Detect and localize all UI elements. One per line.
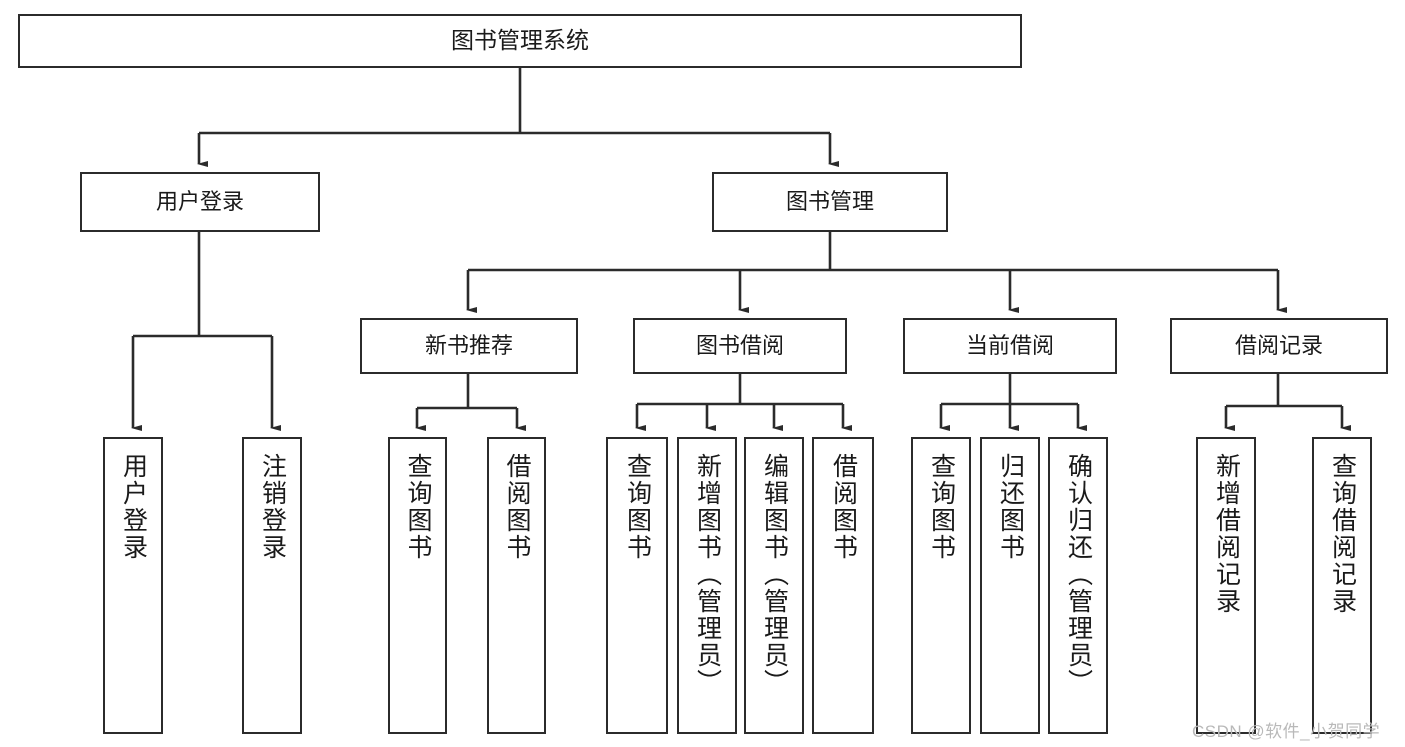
node-label: 借阅图书 <box>829 453 858 561</box>
node-label: 借阅图书 <box>503 453 531 561</box>
node-label: 编辑图书（管理员） <box>760 453 789 696</box>
leaf-user-login[interactable]: 用户登录 <box>103 437 163 734</box>
leaf-add-borrow-record[interactable]: 新增借阅记录 <box>1196 437 1256 734</box>
node-new-book-recommend[interactable]: 新书推荐 <box>360 318 578 374</box>
node-borrow-record[interactable]: 借阅记录 <box>1170 318 1388 374</box>
leaf-borrow-book-recommend[interactable]: 借阅图书 <box>487 437 546 734</box>
node-label: 图书管理系统 <box>451 27 589 54</box>
node-label: 图书管理 <box>785 189 874 215</box>
node-book-borrow[interactable]: 图书借阅 <box>633 318 847 374</box>
node-label: 新增图书（管理员） <box>693 453 722 696</box>
leaf-add-book-admin[interactable]: 新增图书（管理员） <box>677 437 737 734</box>
node-label: 归还图书 <box>996 453 1025 561</box>
node-label: 借阅记录 <box>1234 333 1323 359</box>
leaf-borrow-book-borrow[interactable]: 借阅图书 <box>812 437 874 734</box>
node-label: 用户登录 <box>155 189 244 215</box>
leaf-query-book-current[interactable]: 查询图书 <box>911 437 971 734</box>
node-label: 新增借阅记录 <box>1212 453 1241 615</box>
node-label: 图书借阅 <box>695 333 784 359</box>
node-book-manage[interactable]: 图书管理 <box>712 172 948 232</box>
node-current-borrow[interactable]: 当前借阅 <box>903 318 1117 374</box>
node-label: 查询借阅记录 <box>1328 453 1357 615</box>
leaf-query-book-borrow[interactable]: 查询图书 <box>606 437 668 734</box>
leaf-confirm-return-admin[interactable]: 确认归还（管理员） <box>1048 437 1108 734</box>
csdn-watermark: CSDN @软件_小贺同学 <box>1192 722 1381 741</box>
node-root-system[interactable]: 图书管理系统 <box>18 14 1022 68</box>
node-label: 注销登录 <box>258 453 287 561</box>
leaf-edit-book-admin[interactable]: 编辑图书（管理员） <box>744 437 804 734</box>
leaf-return-book[interactable]: 归还图书 <box>980 437 1040 734</box>
node-label: 用户登录 <box>119 453 148 561</box>
node-label: 当前借阅 <box>965 333 1054 359</box>
leaf-query-borrow-record[interactable]: 查询借阅记录 <box>1312 437 1372 734</box>
leaf-logout-login[interactable]: 注销登录 <box>242 437 302 734</box>
node-label: 查询图书 <box>404 453 432 561</box>
node-label: 新书推荐 <box>424 333 513 359</box>
leaf-query-book-recommend[interactable]: 查询图书 <box>388 437 447 734</box>
node-label: 查询图书 <box>927 453 956 561</box>
node-label: 确认归还（管理员） <box>1064 453 1093 696</box>
node-user-login[interactable]: 用户登录 <box>80 172 320 232</box>
node-label: 查询图书 <box>623 453 652 561</box>
